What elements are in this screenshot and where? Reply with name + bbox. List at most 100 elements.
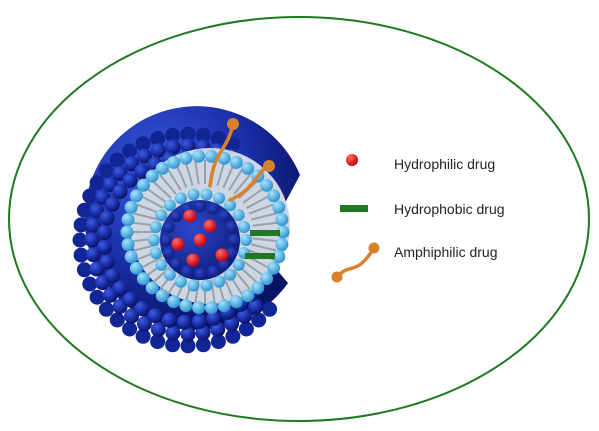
outer-head-bead <box>150 143 166 158</box>
outer-head-bead <box>210 130 226 146</box>
outer-head-bead <box>122 292 138 307</box>
lipid-tail <box>194 160 200 185</box>
outer-head-bead <box>89 289 105 305</box>
outer-head-bead <box>134 301 150 317</box>
inner-head-bead <box>148 234 160 246</box>
inner-head-bead <box>229 155 243 169</box>
outer-head-bead <box>112 184 128 200</box>
outer-head-bead <box>73 247 89 263</box>
core-bead <box>170 258 182 270</box>
core-bead <box>162 247 175 259</box>
inner-head-bead <box>129 261 143 275</box>
cell-outline <box>8 16 590 422</box>
outer-head-bead <box>135 328 151 344</box>
inner-head-bead <box>155 209 168 222</box>
hydrophilic-drug <box>215 248 229 262</box>
lipid-tail <box>216 162 226 186</box>
outer-head-bead <box>134 163 150 179</box>
inner-head-bead <box>224 199 237 212</box>
outer-head-bead <box>96 239 112 255</box>
lipid-tail <box>140 195 164 209</box>
outer-head-bead <box>210 334 226 350</box>
lipid-tail <box>252 237 279 243</box>
inner-head-bead <box>241 161 255 175</box>
legend-label-amphiphilic: Amphiphilic drug <box>394 244 498 260</box>
amphiphilic-drug-head <box>263 160 275 172</box>
lipid-tail <box>133 212 159 221</box>
inner-head-bead <box>272 250 286 264</box>
core-bead <box>218 210 230 222</box>
hydrophobic-drug <box>245 253 275 259</box>
inner-head-bead <box>179 151 193 165</box>
outer-head-bead <box>82 188 98 204</box>
outer-head-bead <box>99 254 115 270</box>
inner-head-bead <box>204 301 218 315</box>
inner-head-bead <box>224 268 237 281</box>
outer-head-bead <box>85 247 101 263</box>
legend-label-hydrophobic: Hydrophobic drug <box>394 201 505 217</box>
inner-head-bead <box>241 289 255 303</box>
outer-head-bead <box>165 337 181 353</box>
hydrophilic-drug <box>186 253 200 267</box>
inner-head-bead <box>275 238 289 251</box>
outer-head-bead <box>104 196 120 212</box>
inner-head-bead <box>200 188 213 201</box>
liposome <box>72 106 300 354</box>
inner-head-bead <box>238 221 251 233</box>
core-bead <box>194 200 206 212</box>
inner-head-bead <box>149 221 162 233</box>
outer-head-bead <box>180 138 196 154</box>
outer-head-bead <box>84 232 100 248</box>
inner-head-bead <box>129 189 143 203</box>
outer-head-bead <box>109 312 125 328</box>
outer-head-bead <box>224 316 240 332</box>
outer-head-bead <box>180 338 196 354</box>
inner-head-bead <box>272 200 286 214</box>
inner-head-bead <box>124 250 138 264</box>
lipid-tail <box>228 169 243 191</box>
lipid-tail <box>145 187 168 204</box>
inner-head-bead <box>213 192 226 205</box>
inner-head-bead <box>136 272 150 286</box>
outer-head-bead <box>180 126 196 142</box>
outer-head-bead <box>89 175 105 191</box>
outer-head-bead <box>161 312 177 328</box>
hydrophilic-drugs <box>171 209 229 267</box>
inner-head-bead <box>187 188 200 201</box>
amphiphilic-drug-head <box>227 118 239 130</box>
red-dot-icon <box>346 154 358 166</box>
inner-head-bead <box>174 275 187 288</box>
outer-head-bead <box>251 312 267 328</box>
inner-head-bead <box>251 281 265 295</box>
inner-head-bead <box>145 281 159 295</box>
hydrophilic-drug <box>203 219 217 233</box>
outer-head-bead <box>150 334 166 350</box>
inner-head-bead <box>155 161 169 175</box>
outer-head-bead <box>99 210 115 226</box>
core-bead <box>194 268 206 280</box>
inner-head-bead <box>192 301 206 315</box>
outer-head-bead <box>248 299 264 314</box>
core-bead <box>162 221 175 233</box>
inner-head-bead <box>124 200 138 214</box>
lipid-tail <box>222 275 235 299</box>
outer-head-bead <box>136 148 152 164</box>
lipid-tail <box>252 221 279 227</box>
inner-head-bead <box>187 279 200 292</box>
inner-head-bead <box>121 238 135 251</box>
core-bead <box>170 210 182 222</box>
outer-head-bead <box>82 276 98 292</box>
legend-label-hydrophilic: Hydrophilic drug <box>394 156 496 172</box>
outer-head-bead <box>104 268 120 284</box>
core-bead <box>181 265 193 278</box>
inner-head-bead <box>200 279 213 292</box>
outer-head-bead <box>122 143 138 159</box>
outer-head-bead <box>122 321 138 337</box>
inner-head-bead <box>204 149 218 163</box>
lipid-tail <box>140 255 164 269</box>
outer-head-bead <box>176 314 192 330</box>
outer-head-bead <box>122 173 138 188</box>
inner-head-bead <box>232 209 245 222</box>
inner-head-bead <box>136 178 150 192</box>
inner-head-bead <box>260 178 274 192</box>
